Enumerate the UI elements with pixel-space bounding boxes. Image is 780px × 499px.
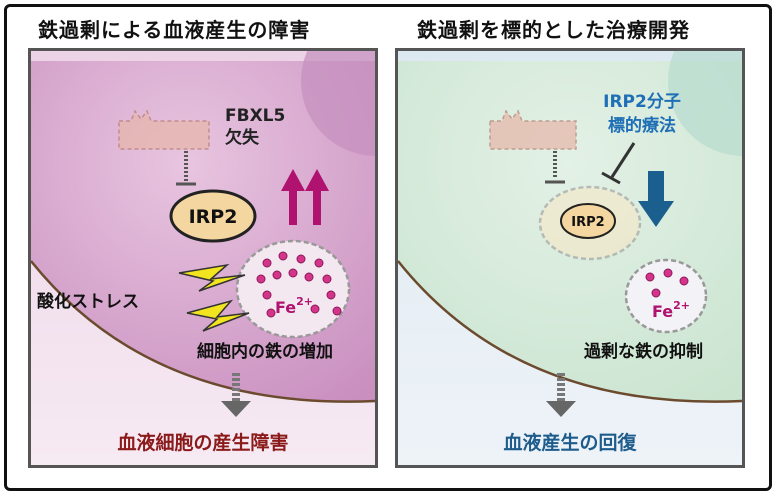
right-cell-membrane xyxy=(398,260,742,403)
increase-arrows-icon xyxy=(281,169,329,225)
suppression-label: 過剰な鉄の抑制 xyxy=(584,341,703,362)
fbxl5-label: FBXL5 xyxy=(225,106,285,126)
iron-increase-label: 細胞内の鉄の増加 xyxy=(197,341,333,362)
iron-vesicle xyxy=(235,239,351,339)
therapy-inhibition-bar xyxy=(601,171,621,185)
right-panel: IRP2分子 標的療法 IRP2 Fe2+ 過剰な鉄の抑制 血液産生の回復 xyxy=(395,48,745,468)
fe-label: Fe2+ xyxy=(652,299,690,321)
irp2-label: IRP2 xyxy=(189,206,238,228)
fbxl5-protein-icon xyxy=(118,109,210,150)
outcome-arrow-icon xyxy=(221,401,251,417)
left-panel: FBXL5 欠失 IRP2 Fe2+ 酸化ストレス 細胞内の鉄の増加 xyxy=(28,48,378,468)
iron-particles xyxy=(645,268,689,298)
outcome-arrow-icon xyxy=(546,401,576,417)
therapy-label-line1: IRP2分子 xyxy=(603,92,681,112)
fbxl5-protein-icon xyxy=(489,109,577,150)
therapy-inhibition-line xyxy=(610,142,636,178)
decrease-arrow-icon xyxy=(638,171,674,227)
irp2-protein xyxy=(169,189,257,243)
left-outcome-label: 血液細胞の産生障害 xyxy=(117,431,288,454)
therapy-label-line2: 標的療法 xyxy=(608,115,676,136)
lightning-icon xyxy=(178,263,250,332)
right-panel-diagram: IRP2分子 標的療法 IRP2 Fe2+ 過剰な鉄の抑制 血液産生の回復 xyxy=(398,51,742,465)
irp2-label: IRP2 xyxy=(571,215,604,230)
left-nucleus xyxy=(301,51,375,156)
deletion-label: 欠失 xyxy=(225,127,260,148)
right-panel-title: 鉄過剰を標的とした治療開発 xyxy=(417,18,690,42)
fe-label: Fe2+ xyxy=(275,295,313,317)
left-panel-diagram: FBXL5 欠失 IRP2 Fe2+ 酸化ストレス 細胞内の鉄の増加 xyxy=(31,51,375,465)
right-outcome-label: 血液産生の回復 xyxy=(503,431,637,454)
iron-particles xyxy=(256,251,342,318)
right-nucleus xyxy=(668,51,742,156)
left-cell-membrane xyxy=(31,260,375,403)
left-panel-title: 鉄過剰による血液産生の障害 xyxy=(38,18,311,42)
oxidative-stress-label: 酸化ストレス xyxy=(37,291,139,312)
irp2-protein xyxy=(560,203,616,239)
